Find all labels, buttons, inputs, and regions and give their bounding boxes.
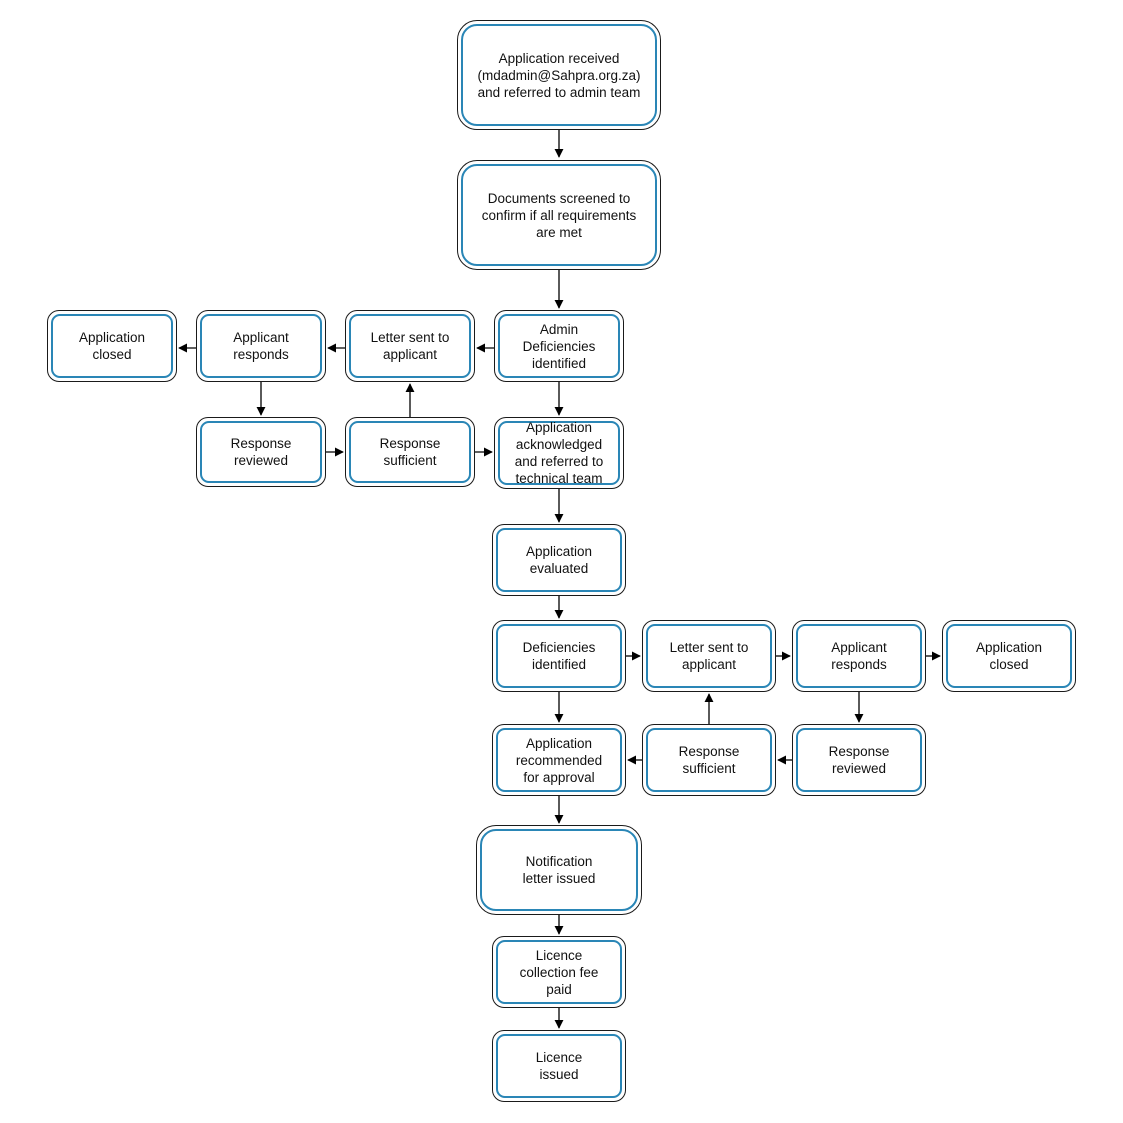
node-documents-screened-label: Documents screened to confirm if all req… <box>461 164 657 266</box>
node-letter-sent-2-label: Letter sent to applicant <box>646 624 772 688</box>
node-application-evaluated-label: Application evaluated <box>496 528 622 592</box>
node-deficiencies-identified-label: Deficiencies identified <box>496 624 622 688</box>
node-application-closed-2-label: Application closed <box>946 624 1072 688</box>
node-application-received-label: Application received (mdadmin@Sahpra.org… <box>461 24 657 126</box>
node-admin-deficiencies: Admin Deficiencies identified <box>494 310 624 382</box>
node-letter-sent-1: Letter sent to applicant <box>345 310 475 382</box>
node-response-sufficient-2-label: Response sufficient <box>646 728 772 792</box>
node-application-evaluated: Application evaluated <box>492 524 626 596</box>
node-notification-letter-label: Notification letter issued <box>480 829 638 911</box>
node-deficiencies-identified: Deficiencies identified <box>492 620 626 692</box>
node-response-reviewed-1-label: Response reviewed <box>200 421 322 483</box>
node-licence-fee-paid: Licence collection fee paid <box>492 936 626 1008</box>
node-letter-sent-1-label: Letter sent to applicant <box>349 314 471 378</box>
node-application-acknowledged-label: Application acknowledged and referred to… <box>498 420 620 486</box>
node-response-reviewed-1: Response reviewed <box>196 417 326 487</box>
node-documents-screened: Documents screened to confirm if all req… <box>457 160 661 270</box>
node-application-closed-1: Application closed <box>47 310 177 382</box>
node-response-sufficient-1: Response sufficient <box>345 417 475 487</box>
node-applicant-responds-2: Applicant responds <box>792 620 926 692</box>
node-applicant-responds-1: Applicant responds <box>196 310 326 382</box>
node-response-reviewed-2: Response reviewed <box>792 724 926 796</box>
node-response-reviewed-2-label: Response reviewed <box>796 728 922 792</box>
node-notification-letter: Notification letter issued <box>476 825 642 915</box>
node-applicant-responds-1-label: Applicant responds <box>200 314 322 378</box>
node-licence-fee-paid-label: Licence collection fee paid <box>496 940 622 1004</box>
node-response-sufficient-1-label: Response sufficient <box>349 421 471 483</box>
node-letter-sent-2: Letter sent to applicant <box>642 620 776 692</box>
node-application-acknowledged: Application acknowledged and referred to… <box>494 417 624 489</box>
node-application-closed-1-label: Application closed <box>51 314 173 378</box>
node-application-received: Application received (mdadmin@Sahpra.org… <box>457 20 661 130</box>
node-admin-deficiencies-label: Admin Deficiencies identified <box>498 314 620 378</box>
node-applicant-responds-2-label: Applicant responds <box>796 624 922 688</box>
node-response-sufficient-2: Response sufficient <box>642 724 776 796</box>
node-licence-issued: Licence issued <box>492 1030 626 1102</box>
node-application-closed-2: Application closed <box>942 620 1076 692</box>
node-application-recommended: Application recommended for approval <box>492 724 626 796</box>
node-application-recommended-label: Application recommended for approval <box>496 728 622 792</box>
node-licence-issued-label: Licence issued <box>496 1034 622 1098</box>
